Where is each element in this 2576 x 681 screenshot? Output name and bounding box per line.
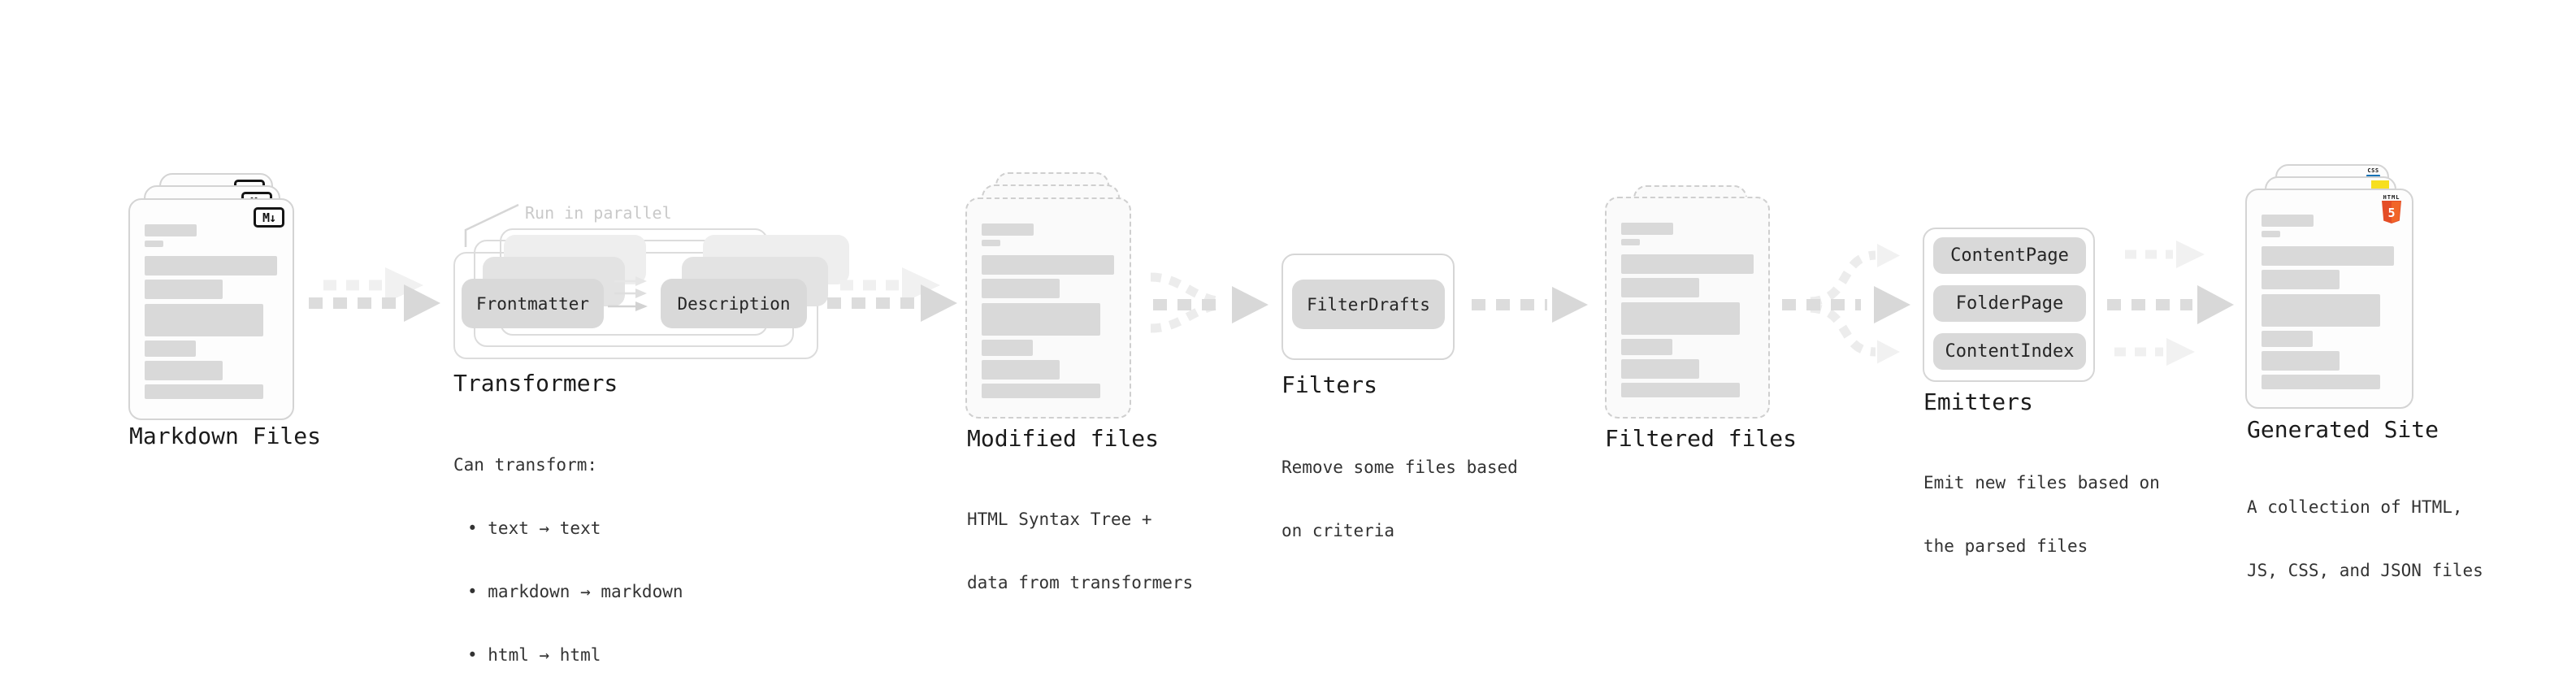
text-line-placeholder: [982, 255, 1114, 275]
text-line-placeholder: [2262, 331, 2313, 347]
generated-file-html: HTML 5: [2245, 189, 2413, 409]
description-pill: Description: [661, 279, 807, 328]
text-line-placeholder: [2262, 294, 2380, 327]
file-content-placeholder: [1621, 223, 1754, 397]
desc-line: the parsed files: [1923, 536, 2088, 556]
stage-title-emitters: Emitters: [1923, 388, 2033, 415]
html5-icon-label: HTML: [2383, 194, 2400, 201]
arrow-modified-to-filters-merge: [1150, 272, 1268, 333]
text-line-placeholder: [1621, 278, 1699, 297]
file-content-placeholder: [2262, 215, 2394, 389]
desc-line: Can transform:: [453, 455, 598, 475]
generated-site-description: A collection of HTML, JS, CSS, and JSON …: [2247, 454, 2483, 623]
text-line-placeholder: [145, 224, 197, 236]
text-line-placeholder: [1621, 359, 1699, 379]
contentindex-pill: ContentIndex: [1933, 333, 2086, 370]
arrow-markdown-to-transformers: [309, 267, 440, 322]
text-line-placeholder: [1621, 302, 1740, 335]
transformers-description: Can transform: • text → text • markdown …: [453, 412, 683, 681]
css-icon: CSS: [2366, 168, 2380, 177]
html5-icon: HTML 5: [2381, 194, 2402, 227]
text-line-placeholder: [1621, 383, 1740, 397]
arrow-filters-to-filtered: [1472, 287, 1588, 323]
text-line-placeholder: [982, 279, 1060, 298]
stage-title-modified-files: Modified files: [967, 425, 1160, 452]
stage-title-markdown-files: Markdown Files: [129, 423, 322, 449]
text-line-placeholder: [145, 256, 277, 275]
js-icon: [2371, 180, 2389, 189]
desc-line: data from transformers: [967, 573, 1194, 592]
text-line-placeholder: [1621, 339, 1672, 355]
desc-line: Emit new files based on: [1923, 473, 2160, 492]
text-line-placeholder: [145, 280, 223, 299]
file-content-placeholder: [982, 223, 1114, 398]
text-line-placeholder: [982, 223, 1034, 236]
desc-line: JS, CSS, and JSON files: [2247, 561, 2483, 580]
css-icon-underline: [2366, 175, 2380, 177]
modified-file-front: [965, 197, 1131, 419]
arrow-emitters-to-generated: [2107, 241, 2234, 366]
filters-description: Remove some files based on criteria: [1281, 414, 1518, 583]
stage-title-transformers: Transformers: [453, 370, 618, 397]
text-line-placeholder: [2262, 351, 2340, 371]
text-line-placeholder: [145, 340, 196, 357]
text-line-placeholder: [145, 241, 163, 247]
desc-line: on criteria: [1281, 521, 1395, 540]
file-content-placeholder: [145, 224, 277, 399]
text-line-placeholder: [1621, 239, 1640, 245]
stage-title-filtered-files: Filtered files: [1605, 425, 1798, 452]
modified-files-description: HTML Syntax Tree + data from transformer…: [967, 466, 1193, 635]
text-line-placeholder: [982, 360, 1060, 380]
text-line-placeholder: [2262, 231, 2280, 237]
text-line-placeholder: [145, 384, 263, 399]
markdown-file-front: M↓: [128, 198, 294, 420]
desc-line: • markdown → markdown: [467, 582, 683, 601]
text-line-placeholder: [2262, 375, 2380, 389]
markdown-icon: M↓: [254, 207, 284, 228]
text-line-placeholder: [1621, 223, 1673, 235]
text-line-placeholder: [982, 240, 1000, 246]
text-line-placeholder: [982, 384, 1100, 398]
desc-line: HTML Syntax Tree +: [967, 510, 1152, 529]
run-in-parallel-label: Run in parallel: [525, 203, 672, 223]
text-line-placeholder: [1621, 254, 1754, 274]
desc-line: • html → html: [467, 645, 601, 665]
text-line-placeholder: [982, 303, 1100, 336]
stage-title-generated-site: Generated Site: [2247, 416, 2439, 443]
desc-line: A collection of HTML,: [2247, 497, 2463, 517]
filtered-file-front: [1605, 197, 1770, 419]
emitters-description: Emit new files based on the parsed files: [1923, 430, 2160, 599]
desc-line: • text → text: [467, 518, 601, 538]
desc-line: Remove some files based: [1281, 458, 1518, 477]
frontmatter-pill: Frontmatter: [462, 279, 604, 328]
filterdrafts-pill: FilterDrafts: [1292, 280, 1445, 329]
text-line-placeholder: [2262, 246, 2394, 266]
svg-text:5: 5: [2387, 206, 2395, 220]
arrow-filtered-to-emitters-split: [1782, 244, 1910, 364]
css-icon-label: CSS: [2367, 167, 2379, 174]
folderpage-pill: FolderPage: [1933, 285, 2086, 322]
text-line-placeholder: [2262, 270, 2340, 289]
text-line-placeholder: [2262, 215, 2314, 227]
contentpage-pill: ContentPage: [1933, 237, 2086, 274]
text-line-placeholder: [145, 304, 263, 336]
stage-title-filters: Filters: [1281, 371, 1378, 398]
text-line-placeholder: [145, 361, 223, 380]
html5-shield: 5: [2382, 201, 2401, 223]
text-line-placeholder: [982, 340, 1033, 356]
